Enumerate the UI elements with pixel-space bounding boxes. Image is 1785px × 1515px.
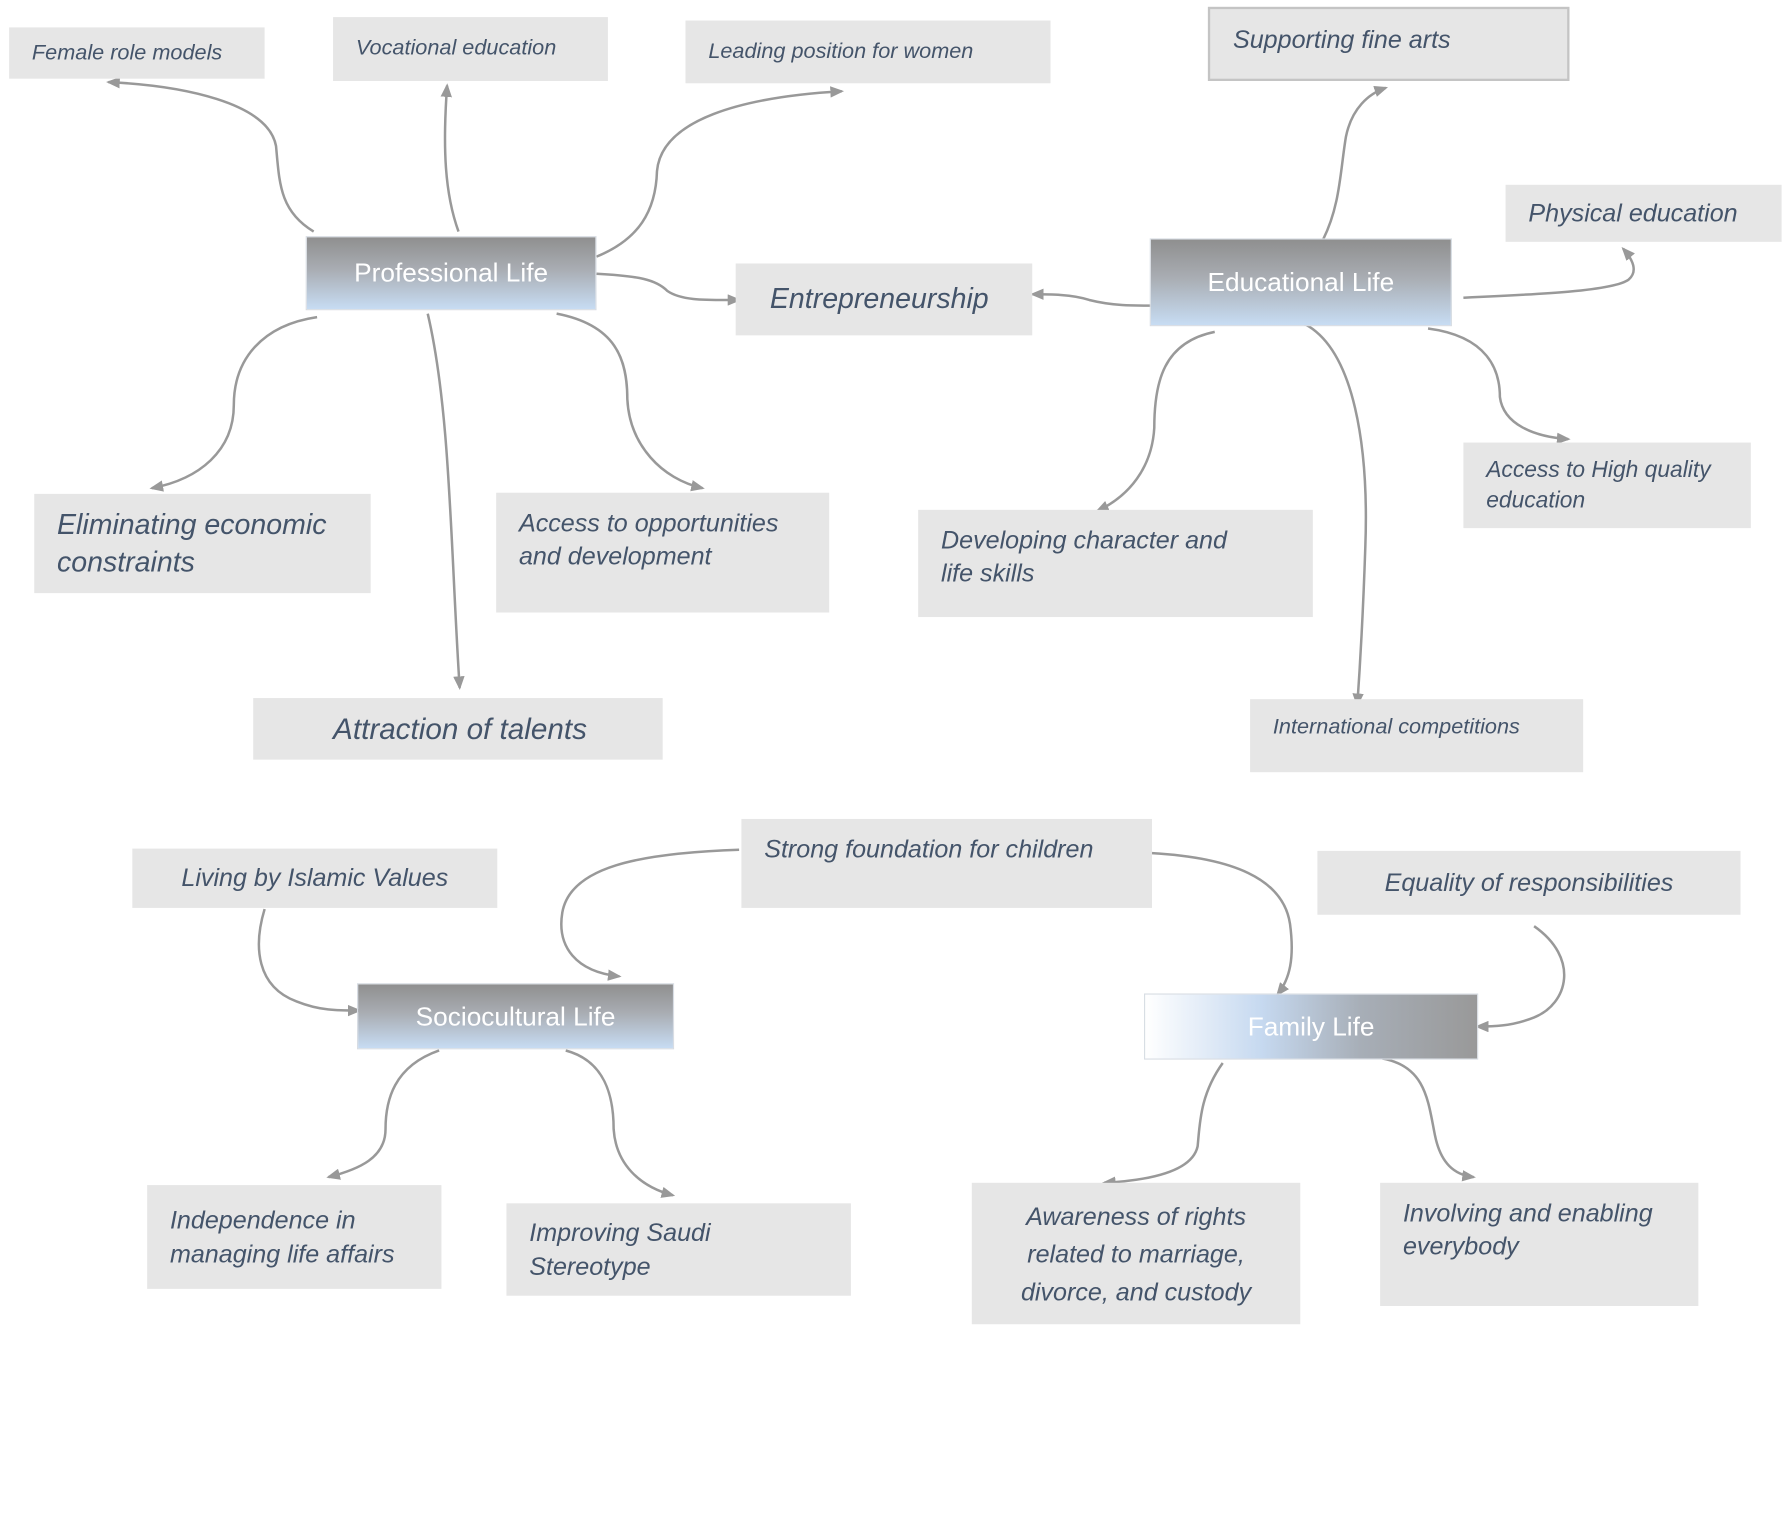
node-physical-education: Physical education [1505,184,1782,242]
node-strong-foundation-text: Strong foundation for children [764,834,1094,864]
node-entrepreneurship-text: Entrepreneurship [769,282,989,315]
node-involving-line-1: Involving and enabling [1402,1198,1653,1228]
hub-sociocultural-life: Sociocultural Life [357,983,675,1050]
node-female-role-models-text: Female role models [31,41,223,65]
hub-family-life: Family Life [1144,993,1479,1060]
node-improving-saudi-line-2: Stereotype [529,1251,651,1281]
arrow-to-improving-saudi [565,1049,676,1198]
arrow-to-international-competitions [1296,319,1368,708]
node-awareness-line-3: divorce, and custody [1020,1276,1252,1306]
node-access-opportunities: Access to opportunities and development [496,492,830,613]
arrow-to-leading-position [596,86,845,258]
node-equality-responsibilities-text: Equality of responsibilities [1384,868,1674,898]
node-living-islamic-values: Living by Islamic Values [132,848,498,908]
node-leading-position-women-text: Leading position for women [708,39,974,64]
node-independence-line-1: Independence in [169,1206,356,1235]
arrow-to-supporting-fine-arts [1321,86,1388,241]
node-access-high-quality-line-2: education [1486,487,1586,513]
arrow-to-physical-education [1463,246,1635,299]
arrow-foundation-to-sociocultural [560,848,740,981]
arrow-to-entrepreneurship [596,272,742,306]
node-living-islamic-values-text: Living by Islamic Values [181,863,449,893]
node-attraction-talents-text: Attraction of talents [333,711,587,746]
hub-educational-life: Educational Life [1149,238,1452,327]
hub-sociocultural-life-label: Sociocultural Life [415,1000,616,1031]
connector-layer [106,76,1635,1198]
node-entrepreneurship: Entrepreneurship [735,263,1033,336]
node-vocational-education-text: Vocational education [355,37,557,61]
arrow-to-developing-character [1095,330,1215,513]
node-female-role-models: Female role models [9,27,265,79]
node-independence: Independence in managing life affairs [147,1185,442,1289]
node-access-opportunities-line-2: and development [518,541,712,571]
hub-family-life-label: Family Life [1247,1011,1375,1041]
arrow-to-access-high-quality [1427,327,1571,445]
node-access-high-quality-line-1: Access to High quality [1486,457,1711,483]
arrow-to-eliminating-economic [149,315,318,492]
node-improving-saudi-stereotype: Improving Saudi Stereotype [506,1203,851,1296]
node-international-competitions: International competitions [1250,699,1584,773]
node-improving-saudi-line-1: Improving Saudi [529,1218,711,1248]
node-attraction-talents: Attraction of talents [253,698,663,760]
arrow-to-vocational-education [440,83,460,232]
node-supporting-fine-arts-text: Supporting fine arts [1232,25,1451,54]
arrow-to-access-opportunities [556,312,705,492]
node-access-high-quality: Access to High quality education [1463,442,1751,529]
node-supporting-fine-arts: Supporting fine arts [1207,6,1570,81]
node-leading-position-women: Leading position for women [685,20,1051,84]
hub-educational-life-label: Educational Life [1207,266,1395,297]
arrow-to-attraction-talents [426,313,465,691]
node-strong-foundation: Strong foundation for children [741,818,1153,908]
node-access-opportunities-line-1: Access to opportunities [518,508,779,538]
arrow-to-involving-everybody [1382,1057,1476,1182]
node-independence-line-2: managing life affairs [169,1239,395,1268]
node-involving-everybody: Involving and enabling everybody [1380,1182,1699,1306]
arrow-equality-to-family [1474,925,1566,1033]
node-vocational-education: Vocational education [333,17,608,81]
node-developing-character-line-2: life skills [940,558,1035,588]
arrow-to-female-role-models [106,76,315,233]
node-eliminating-economic-line-2: constraints [57,545,195,578]
node-awareness-line-2: related to marriage, [1027,1239,1245,1268]
hub-professional-life-label: Professional Life [354,257,549,288]
node-awareness-rights: Awareness of rights related to marriage,… [971,1182,1301,1325]
arrow-from-educational-to-entrepreneurship [1029,288,1164,307]
node-developing-character: Developing character and life skills [918,509,1313,618]
node-physical-education-text: Physical education [1528,199,1738,228]
arrow-foundation-to-family [1151,851,1293,997]
node-equality-responsibilities: Equality of responsibilities [1317,850,1741,915]
arrow-to-independence [326,1049,440,1180]
node-awareness-line-1: Awareness of rights [1026,1201,1246,1231]
node-eliminating-economic-line-1: Eliminating economic [57,508,327,541]
hub-professional-life: Professional Life [305,236,597,311]
node-involving-line-2: everybody [1402,1231,1519,1261]
arrow-to-awareness-rights [1101,1062,1224,1188]
node-international-competitions-text: International competitions [1272,715,1520,740]
arrow-islamic-values-to-sociocultural [257,908,362,1017]
node-eliminating-economic-constraints: Eliminating economic constraints [34,493,371,594]
node-developing-character-line-1: Developing character and [940,525,1227,555]
